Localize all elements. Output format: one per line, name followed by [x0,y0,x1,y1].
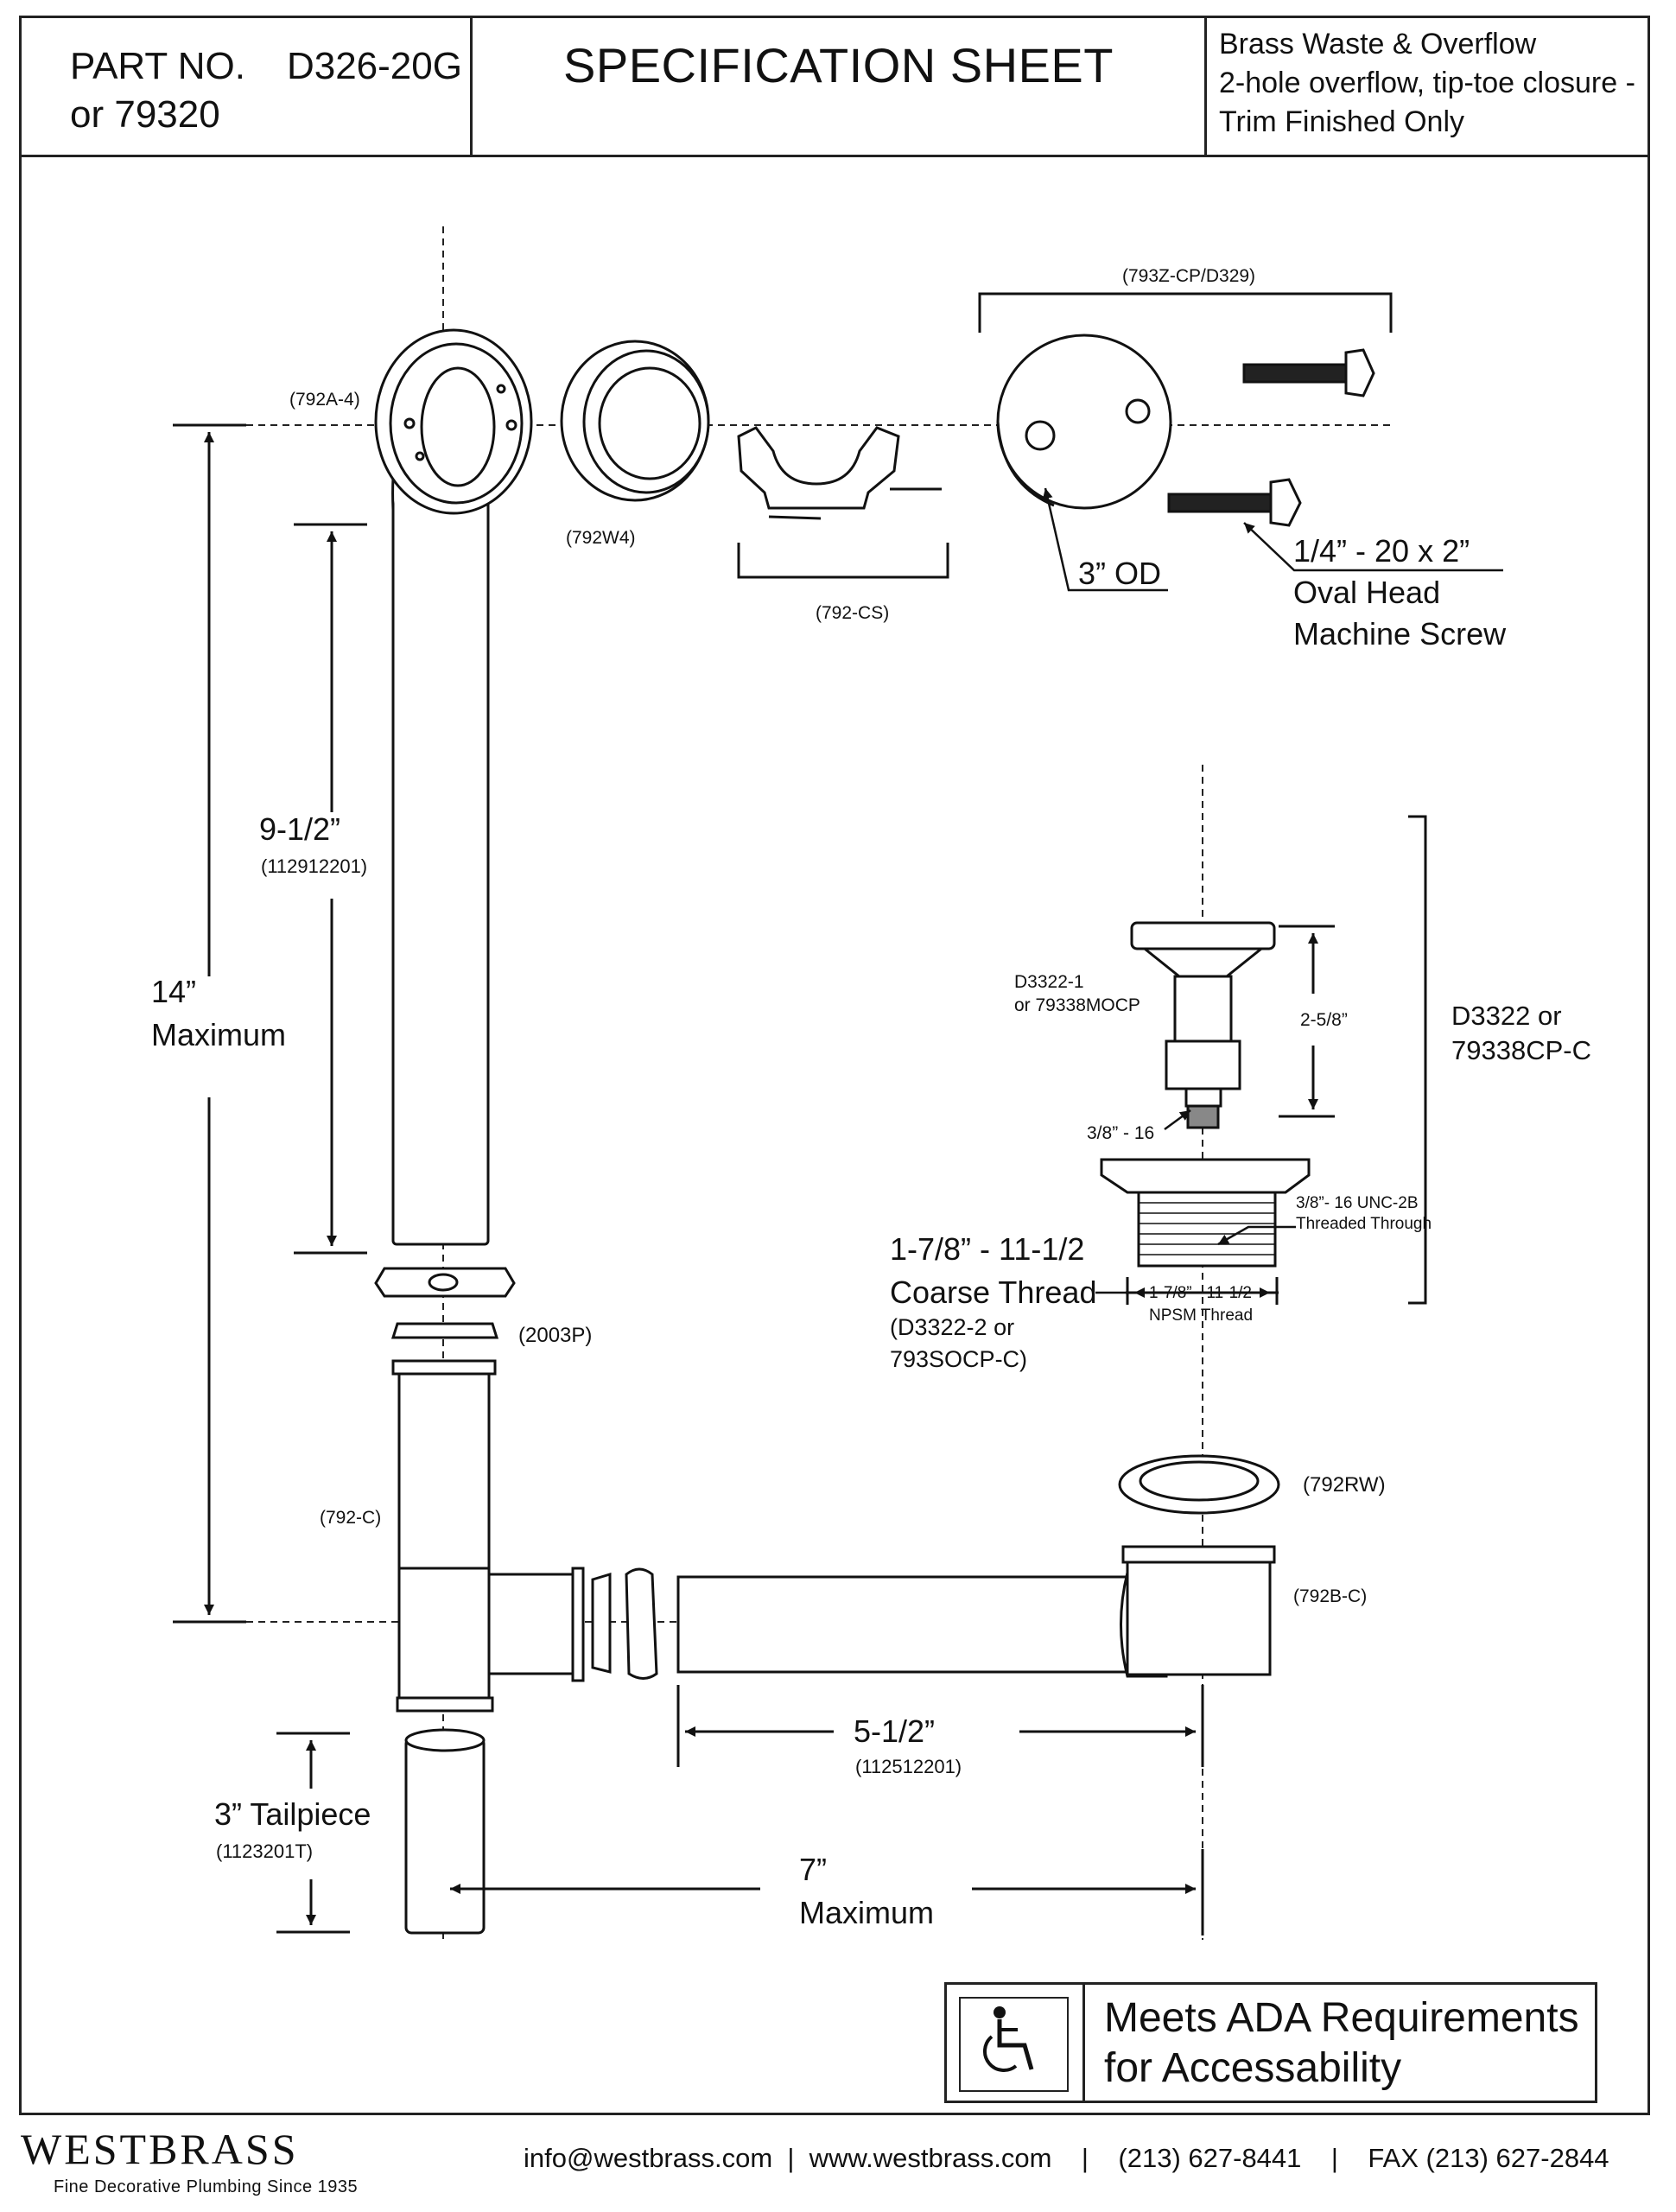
part-alt: or 79320 [70,93,220,136]
label-unc-threaded: Threaded Through [1296,1215,1432,1233]
dimension-14-sub: Maximum [151,1017,286,1052]
product-description: Brass Waste & Overflow 2-hole overflow, … [1207,18,1647,155]
dimension-stopper-height: 2-5/8” [1300,1010,1348,1030]
dimension-14-label: 14” [151,974,196,1009]
contact-info: info@westbrass.com | www.westbrass.com |… [524,2143,1609,2173]
dimension-7-sub: Maximum [799,1895,934,1930]
waste-shoe-part [676,1454,1280,1678]
label-screw-kind: Machine Screw [1293,616,1507,652]
label-cable-clip: (792-CS) [816,603,889,623]
part-number: D326-20G [286,45,462,87]
label-shoe: (792B-C) [1293,1586,1367,1606]
spec-sheet-frame: PART NO. D326-20G or 79320 SPECIFICATION … [19,16,1650,2115]
label-npsm-thread: NPSM Thread [1149,1306,1253,1325]
part-number-cell: PART NO. D326-20G or 79320 [22,18,473,155]
label-gasket: (792W4) [566,528,636,548]
dimension-9-5-part: (112912201) [261,855,367,877]
page-title: SPECIFICATION SHEET [473,18,1207,155]
ada-text: Meets ADA Requirements for Accessability [1104,1993,1579,2094]
shoe-washers [591,1567,658,1680]
label-coarse-part: (D3322-2 or [890,1314,1014,1340]
label-npsm-size: 1-7/8” - 11-1/2 [1149,1284,1252,1302]
description-line: Brass Waste & Overflow [1219,28,1537,60]
ada-line-1: Meets ADA Requirements [1104,1995,1579,2041]
gasket-part [560,340,710,502]
tailpiece-part [404,1728,486,1935]
label-unc-thread: 3/8”- 16 UNC-2B [1296,1194,1419,1212]
machine-screws [1167,348,1375,527]
dimension-5-5-part: (112512201) [855,1756,962,1777]
label-stopper-part-alt: or 79338MOCP [1014,995,1140,1015]
cable-clip-part [737,426,942,520]
description-line: 2-hole overflow, tip-toe closure - [1219,67,1635,99]
leader-lines [1042,487,1503,1294]
label-washer: (2003P) [518,1324,592,1347]
label-faceplate-od: 3” OD [1078,556,1161,591]
ada-line-2: for Accessability [1104,2045,1402,2091]
faceplate-part [996,334,1172,510]
label-screw-size: 1/4” - 20 x 2” [1293,533,1470,569]
label-stopper-part: D3322-1 [1014,972,1084,992]
label-coarse-thread: Coarse Thread [890,1274,1096,1310]
label-faceplate-kit: (793Z-CP/D329) [1122,266,1255,286]
footer: WESTBRASS Fine Decorative Plumbing Since… [0,2117,1676,2212]
group-brackets [737,292,1427,1305]
dimension-7-label: 7” [799,1852,827,1887]
description-line: Trim Finished Only [1219,105,1465,138]
dimension-5-5-label: 5-1/2” [854,1713,935,1749]
label-coarse-part-alt: 793SOCP-C) [890,1346,1027,1372]
label-assembly: D3322 or [1451,1001,1562,1031]
part-label: PART NO. [70,45,245,87]
brand-logo: WESTBRASS [21,2125,299,2173]
label-tailpiece: 3” Tailpiece [214,1796,371,1832]
label-overflow-elbow: (792A-4) [289,390,360,410]
label-tee: (792-C) [320,1508,381,1528]
wheelchair-accessibility-icon [982,2006,1034,2073]
ada-icon-box [947,1985,1085,2101]
coupling-nut-part [374,1267,516,1339]
label-screw-type: Oval Head [1293,575,1440,610]
label-coarse-thread-size: 1-7/8” - 11-1/2 [890,1231,1084,1267]
header: PART NO. D326-20G or 79320 SPECIFICATION … [22,18,1647,157]
dimension-9-5-label: 9-1/2” [259,811,340,847]
label-ring: (792RW) [1303,1473,1386,1497]
stopper-part [1130,921,1276,1129]
drain-body-part [1100,1158,1311,1268]
tee-fitting-part [391,1359,585,1713]
dimension-lines [173,423,1335,1936]
overflow-elbow-part [374,328,533,1246]
brand-tagline: Fine Decorative Plumbing Since 1935 [54,2177,359,2196]
label-stopper-thread: 3/8” - 16 [1087,1123,1154,1143]
label-assembly-alt: 79338CP-C [1451,1035,1591,1065]
label-tailpiece-part: (1123201T) [216,1840,313,1862]
ada-notice: Meets ADA Requirements for Accessability [944,1982,1597,2103]
